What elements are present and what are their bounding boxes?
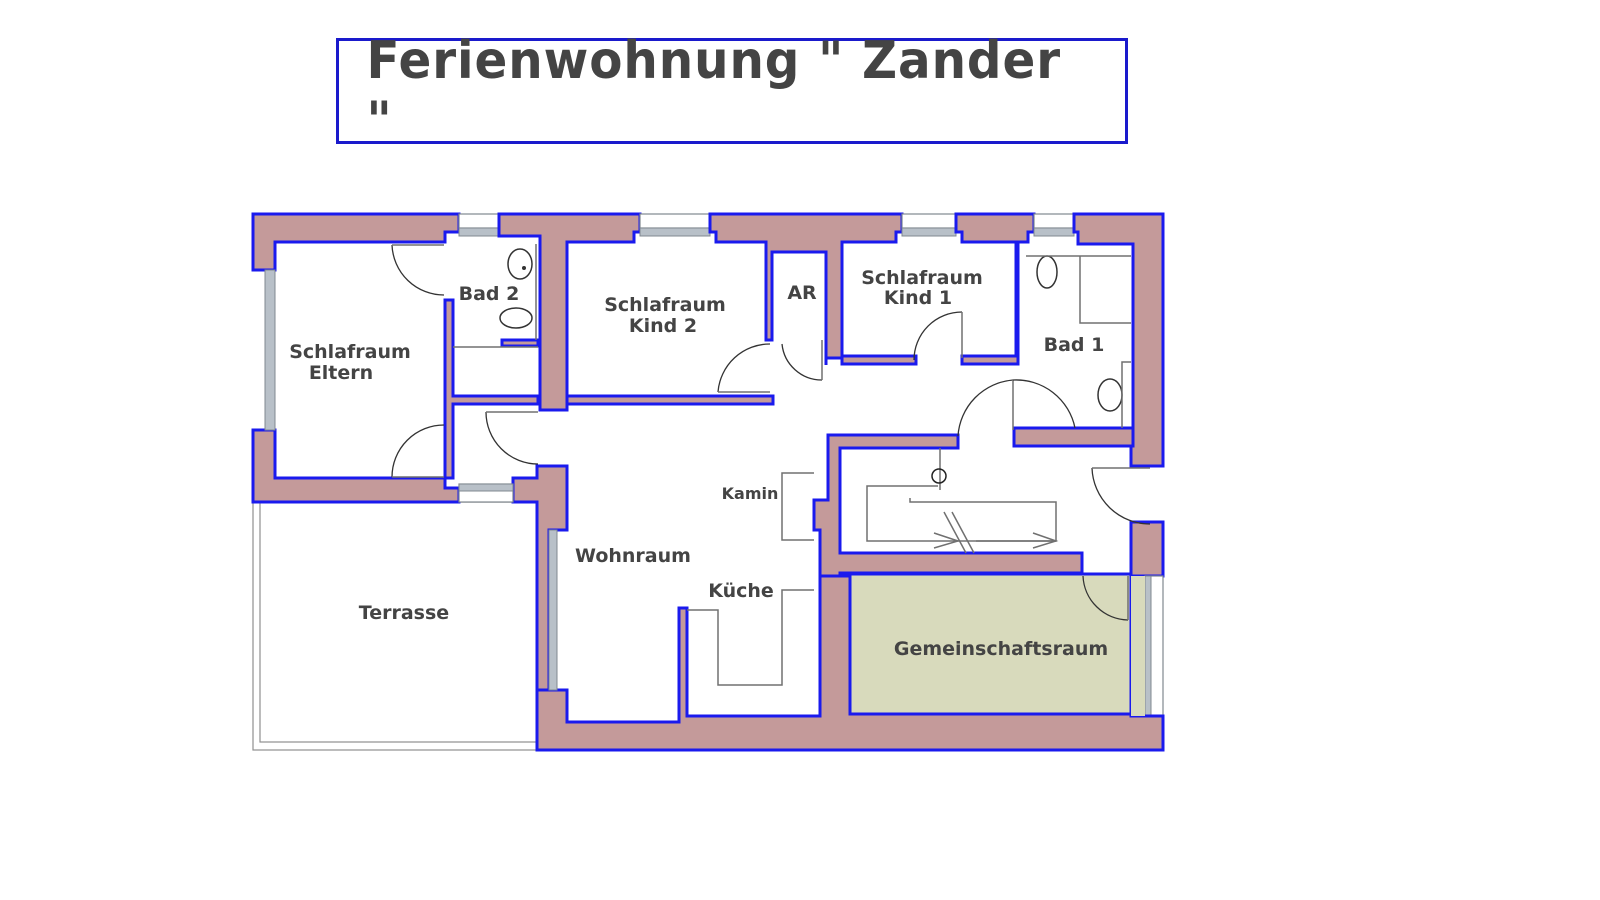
title-box: Ferienwohnung " Zander " [336,31,1128,151]
sink-icon [507,248,533,280]
label-bad2: Bad 2 [459,283,520,305]
fixtures [453,244,1131,428]
terrace [252,501,539,751]
label-gemeinschaftsraum: Gemeinschaftsraum [894,638,1108,660]
label-wohnraum: Wohnraum [575,545,691,567]
label-schlafraum-eltern-2: Eltern [309,362,373,384]
window-bad2 [458,213,500,229]
room-labels: Schlafraum Eltern Bad 2 Schlafraum Kind … [289,267,1108,660]
label-kueche: Küche [708,580,774,602]
window-eltern [264,269,276,431]
staircase [866,448,1059,554]
window-kind1 [901,227,957,237]
toilet-icon [1036,255,1058,289]
label-schlafraum-eltern: Schlafraum [289,341,411,363]
doors [391,244,1151,621]
label-schlafraum-kind1-2: Kind 1 [884,287,952,309]
label-terrasse: Terrasse [359,602,449,624]
window-gemeinschaftsraum [1144,575,1152,717]
label-ar: AR [787,282,817,304]
label-schlafraum-kind1: Schlafraum [861,267,983,289]
label-bad1: Bad 1 [1044,334,1105,356]
toilet-icon [499,307,533,329]
label-kamin: Kamin [722,484,779,503]
window-kind2 [639,227,711,237]
gemeinschaftsraum-area [848,572,1133,716]
walls [251,212,1165,752]
page-title: Ferienwohnung " Zander " [366,31,1061,151]
label-schlafraum-kind2-2: Kind 2 [629,315,697,337]
window-wohnraum [548,529,558,691]
label-schlafraum-kind2: Schlafraum [604,294,726,316]
sink-icon [1097,378,1123,412]
furniture [687,472,814,686]
window-bad1 [1033,227,1075,237]
stair-start-marker-icon [931,468,947,484]
